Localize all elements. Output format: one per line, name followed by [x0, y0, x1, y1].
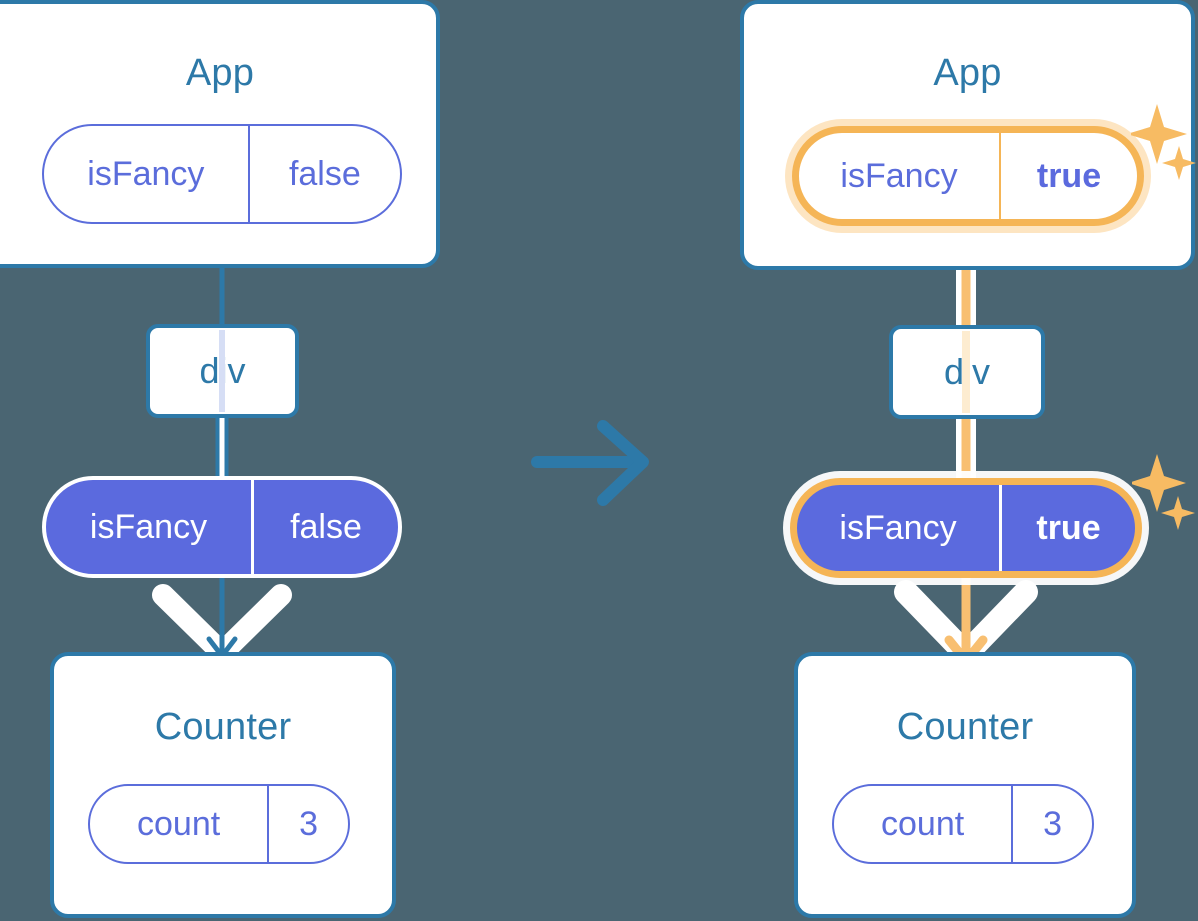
before-counter-state-value: 3	[267, 786, 348, 862]
after-prop-name: isFancy	[839, 508, 957, 547]
after-app-title: App	[933, 52, 1002, 94]
after-counter-state-pill: count 3	[832, 784, 1094, 864]
before-app-state-pill: isFancy false	[42, 124, 402, 224]
before-div-inner-stem	[219, 330, 225, 412]
after-div-inner-stem	[962, 331, 970, 413]
after-app-state-name: isFancy	[840, 156, 958, 195]
before-app-title: App	[185, 52, 255, 94]
after-counter-title: Counter	[896, 706, 1034, 748]
after-app-sparkle-icon	[1131, 104, 1196, 180]
after-app-state-pill: isFancy true	[792, 126, 1144, 226]
before-prop-value: false	[251, 480, 398, 574]
before-prop-name: isFancy	[89, 507, 208, 546]
after-prop-sparkle-icon	[1132, 454, 1195, 530]
after-counter-state-name: count	[881, 804, 965, 843]
after-prop-value: true	[999, 485, 1135, 571]
before-app-state-value: false	[247, 126, 400, 222]
after-counter-state-value: 3	[1011, 786, 1092, 862]
transition-arrow-icon	[531, 420, 649, 506]
after-prop-pill: isFancy true	[790, 478, 1142, 578]
before-prop-pill: isFancy false	[42, 476, 402, 578]
before-app-state-name: isFancy	[87, 154, 205, 193]
before-counter-title: Counter	[154, 706, 292, 748]
after-app-state-value: true	[999, 133, 1137, 219]
before-counter-state-name: count	[137, 804, 221, 843]
before-counter-state-pill: count 3	[88, 784, 350, 864]
